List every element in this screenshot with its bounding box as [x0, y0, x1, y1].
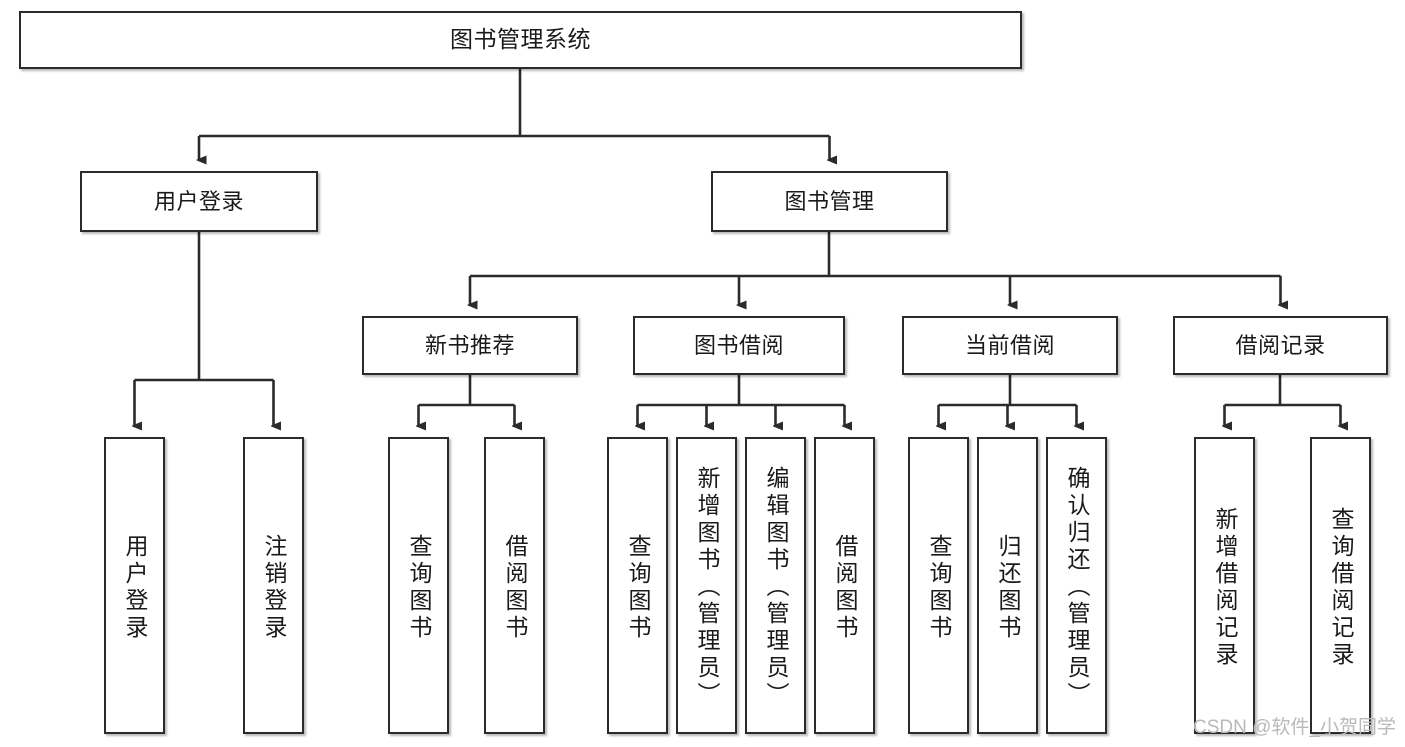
node-label: 查询图书 [926, 533, 952, 642]
node-current-borrow[interactable]: 当前借阅 [902, 316, 1118, 375]
node-label: 确认归还（管理员） [1064, 466, 1090, 709]
node-book-borrow[interactable]: 图书借阅 [633, 316, 845, 375]
node-user-login[interactable]: 用户登录 [80, 171, 318, 232]
node-label: 查询图书 [406, 533, 432, 642]
node-label: 借阅记录 [1235, 332, 1326, 358]
node-label: 当前借阅 [964, 332, 1055, 358]
node-label: 新书推荐 [424, 332, 515, 358]
node-label: 注销登录 [261, 533, 287, 642]
node-label: 查询图书 [625, 533, 651, 642]
node-new-book-recommend[interactable]: 新书推荐 [362, 316, 578, 375]
leaf-query-record[interactable]: 查询借阅记录 [1310, 437, 1371, 734]
node-label: 查询借阅记录 [1328, 506, 1354, 669]
node-label: 归还图书 [995, 533, 1021, 642]
node-label: 用户登录 [122, 533, 148, 642]
leaf-query-book-c[interactable]: 查询图书 [908, 437, 969, 734]
node-label: 图书借阅 [693, 332, 784, 358]
leaf-edit-book[interactable]: 编辑图书（管理员） [745, 437, 806, 734]
node-root[interactable]: 图书管理系统 [19, 11, 1022, 69]
node-label: 图书管理系统 [450, 26, 591, 53]
node-label: 借阅图书 [832, 533, 858, 642]
leaf-borrow-book-b[interactable]: 借阅图书 [814, 437, 875, 734]
watermark: CSDN @软件_小贺同学 [1193, 717, 1396, 738]
node-label: 图书管理 [784, 188, 875, 214]
node-label: 新增图书（管理员） [694, 466, 720, 709]
node-label: 借阅图书 [502, 533, 528, 642]
leaf-borrow-book-a[interactable]: 借阅图书 [484, 437, 545, 734]
leaf-query-book-b[interactable]: 查询图书 [607, 437, 668, 734]
leaf-confirm-return[interactable]: 确认归还（管理员） [1046, 437, 1107, 734]
leaf-return-book[interactable]: 归还图书 [977, 437, 1038, 734]
leaf-add-record[interactable]: 新增借阅记录 [1194, 437, 1255, 734]
node-book-manage[interactable]: 图书管理 [711, 171, 948, 232]
node-label: 用户登录 [153, 188, 244, 214]
node-label: 编辑图书（管理员） [763, 466, 789, 709]
leaf-user-login[interactable]: 用户登录 [104, 437, 165, 734]
node-label: 新增借阅记录 [1212, 506, 1238, 669]
node-borrow-record[interactable]: 借阅记录 [1173, 316, 1388, 375]
leaf-add-book[interactable]: 新增图书（管理员） [676, 437, 737, 734]
leaf-logout[interactable]: 注销登录 [243, 437, 304, 734]
leaf-query-book-a[interactable]: 查询图书 [388, 437, 449, 734]
